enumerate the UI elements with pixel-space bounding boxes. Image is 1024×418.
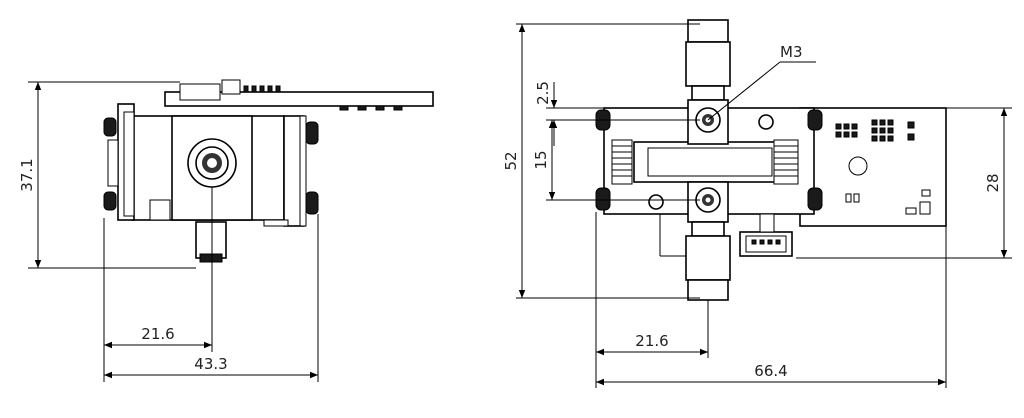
top-screw-lower (648, 194, 664, 210)
side-port (187, 138, 237, 188)
side-bottom-stem (195, 221, 227, 259)
top-fitting-lower (685, 181, 731, 301)
top-bottom-connector (659, 213, 793, 257)
dim-top-port-spacing: 15 (532, 120, 700, 201)
dim-side-height-label: 37.1 (18, 158, 36, 191)
top-side-combs (611, 139, 799, 185)
dim-top-overall-height: 52 (502, 23, 700, 299)
dim-top-board-height: 28 (796, 107, 1012, 259)
dim-side-center-label: 21.6 (141, 325, 174, 343)
side-top-connector (179, 83, 221, 101)
dim-top-center: 21.6 (595, 212, 709, 388)
top-view: M3 52 2.5 15 28 (502, 19, 1012, 388)
dim-top-center-label: 21.6 (635, 332, 668, 350)
dim-side-height: 37.1 (18, 81, 196, 269)
dim-top-port-spacing-label: 15 (532, 150, 550, 169)
thread-callout-label: M3 (780, 43, 803, 61)
dim-top-board-height-label: 28 (984, 173, 1002, 192)
top-fitting-upper (685, 19, 731, 145)
side-view: 37.1 21.6 43.3 (18, 79, 434, 382)
side-pcb-components (221, 79, 403, 111)
side-left-knobs (103, 117, 119, 211)
dim-side-width: 43.3 (104, 214, 319, 382)
top-corner-knobs (595, 109, 823, 211)
side-pcb-board (164, 91, 434, 107)
dim-side-width-label: 43.3 (194, 355, 227, 373)
dim-top-overall-width: 66.4 (596, 226, 947, 388)
dim-top-offset-label: 2.5 (534, 81, 552, 105)
dim-top-overall-width-label: 66.4 (754, 362, 787, 380)
dim-thread-callout: M3 (707, 43, 816, 121)
dim-side-center: 21.6 (103, 187, 213, 382)
top-screw-upper (758, 114, 774, 130)
top-pcb-components (835, 119, 931, 215)
dim-top-overall-height-label: 52 (502, 151, 520, 170)
side-right-knobs (305, 121, 319, 215)
